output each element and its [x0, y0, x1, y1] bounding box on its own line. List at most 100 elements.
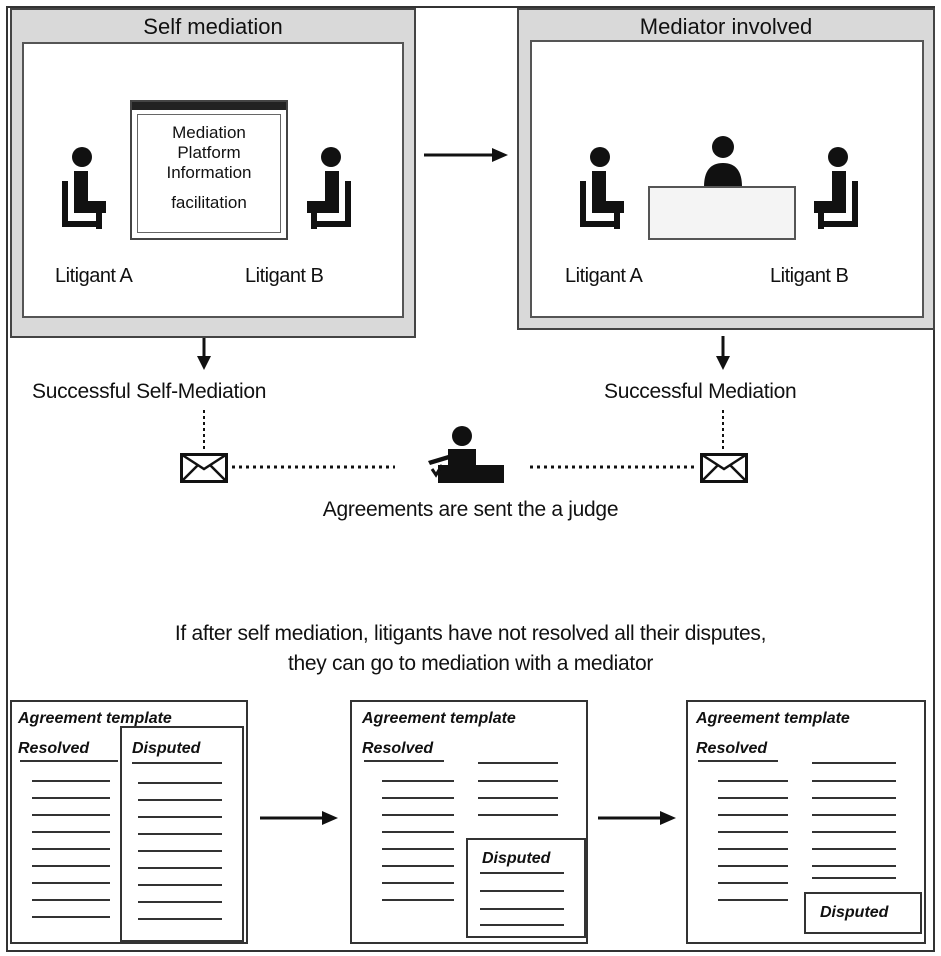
- text-line: [138, 901, 222, 903]
- text-line: [480, 924, 564, 926]
- text-line: [718, 831, 788, 833]
- resolved-label: Resolved: [362, 740, 434, 757]
- envelope-icon: [180, 453, 228, 483]
- arrow-icon: [424, 148, 508, 162]
- arrow-icon: [598, 811, 676, 825]
- successful-self-mediation-label: Successful Self-Mediation: [32, 380, 267, 403]
- text-line: [478, 797, 558, 799]
- text-line: [32, 814, 110, 816]
- mediation-platform-screen: Mediation Platform Information facilitat…: [130, 100, 288, 240]
- disputed-box: Disputed: [120, 726, 244, 942]
- person-seated-icon: [814, 147, 858, 229]
- text-line: [138, 884, 222, 886]
- text-line: [138, 867, 222, 869]
- disputed-label: Disputed: [820, 904, 889, 921]
- text-line: [138, 816, 222, 818]
- text-line: [382, 899, 454, 901]
- text-line: [382, 882, 454, 884]
- text-line: [382, 865, 454, 867]
- dotted-connectors: [203, 410, 724, 469]
- disputed-box: Disputed: [466, 838, 586, 938]
- text-line: [20, 760, 118, 762]
- text-line: [32, 882, 110, 884]
- arrow-icon: [260, 811, 338, 825]
- text-line: [132, 762, 222, 764]
- disputed-label: Disputed: [132, 740, 201, 757]
- text-line: [32, 797, 110, 799]
- template-title: Agreement template: [696, 710, 850, 727]
- text-line: [480, 890, 564, 892]
- litigant-b-label: Litigant B: [245, 265, 324, 287]
- text-line: [382, 780, 454, 782]
- text-line: [812, 865, 896, 867]
- disputed-box: Disputed: [804, 892, 922, 934]
- arrow-icon: [716, 336, 730, 370]
- text-line: [32, 899, 110, 901]
- text-line: [32, 916, 110, 918]
- note-line-1: If after self mediation, litigants have …: [174, 622, 767, 645]
- text-line: [480, 908, 564, 910]
- text-line: [32, 848, 110, 850]
- screen-inner-border: [137, 114, 281, 233]
- mediator-involved-title: Mediator involved: [639, 14, 813, 39]
- note-line-2: they can go to mediation with a mediator: [287, 652, 654, 675]
- self-mediation-title: Self mediation: [143, 14, 283, 39]
- text-line: [138, 833, 222, 835]
- judge-caption: Agreements are sent the a judge: [322, 498, 619, 521]
- resolved-label: Resolved: [696, 740, 768, 757]
- screen-line-3: Information: [166, 163, 252, 182]
- screen-line-2: Platform: [177, 143, 241, 162]
- text-line: [812, 814, 896, 816]
- successful-mediation-label: Successful Mediation: [604, 380, 797, 403]
- text-line: [138, 782, 222, 784]
- agreement-template-1: Agreement template Resolved Disputed: [10, 700, 248, 944]
- text-line: [138, 918, 222, 920]
- template-title: Agreement template: [18, 710, 172, 727]
- text-line: [718, 797, 788, 799]
- mediator-icon: [704, 136, 742, 187]
- mediation-table: [648, 186, 796, 240]
- arrow-icon: [197, 338, 211, 370]
- text-line: [138, 850, 222, 852]
- person-seated-icon: [580, 147, 624, 229]
- text-line: [718, 780, 788, 782]
- screen-line-4: facilitation: [171, 193, 247, 212]
- envelope-icon: [700, 453, 748, 483]
- text-line: [478, 780, 558, 782]
- text-line: [718, 814, 788, 816]
- person-seated-icon: [62, 147, 106, 229]
- text-line: [718, 865, 788, 867]
- text-line: [32, 780, 110, 782]
- text-line: [812, 797, 896, 799]
- text-line: [382, 848, 454, 850]
- text-line: [812, 780, 896, 782]
- person-seated-icon: [307, 147, 351, 229]
- text-line: [32, 831, 110, 833]
- screen-line-1: Mediation: [172, 123, 246, 142]
- text-line: [382, 831, 454, 833]
- litigant-b-label: Litigant B: [770, 265, 849, 287]
- text-line: [812, 848, 896, 850]
- text-line: [480, 872, 564, 874]
- text-line: [718, 899, 788, 901]
- text-line: [478, 814, 558, 816]
- text-line: [382, 797, 454, 799]
- text-line: [32, 865, 110, 867]
- resolved-label: Resolved: [18, 740, 90, 757]
- litigant-a-label: Litigant A: [55, 265, 133, 287]
- judge-icon: [428, 426, 504, 483]
- screen-titlebar: [132, 102, 286, 110]
- disputed-label: Disputed: [482, 850, 551, 867]
- text-line: [812, 762, 896, 764]
- text-line: [718, 882, 788, 884]
- template-title: Agreement template: [362, 710, 516, 727]
- text-line: [812, 877, 896, 879]
- text-line: [364, 760, 444, 762]
- agreement-template-3: Agreement template Resolved Disputed: [686, 700, 926, 944]
- agreement-template-2: Agreement template Resolved Disputed: [350, 700, 588, 944]
- text-line: [478, 762, 558, 764]
- litigant-a-label: Litigant A: [565, 265, 643, 287]
- diagram-frame: [6, 6, 935, 952]
- text-line: [812, 831, 896, 833]
- text-line: [718, 848, 788, 850]
